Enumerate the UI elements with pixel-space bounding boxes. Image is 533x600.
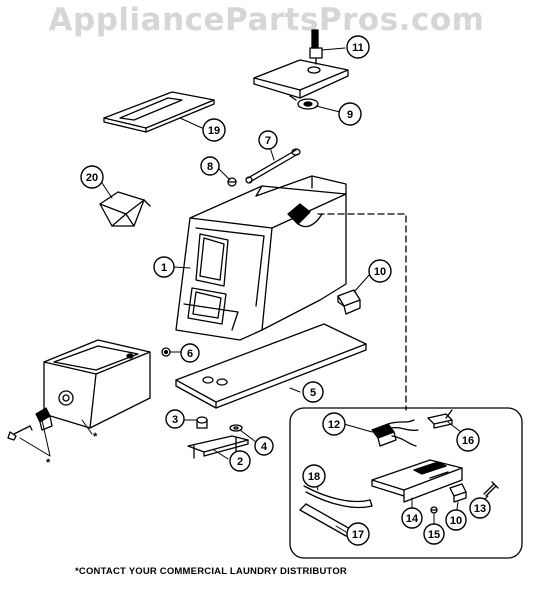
leader-lines [19, 47, 489, 533]
callout-8 [200, 156, 220, 176]
footnote: *CONTACT YOUR COMMERCIAL LAUNDRY DISTRIB… [75, 566, 347, 577]
part-11-top-bracket [253, 29, 349, 99]
callout-1 [153, 256, 175, 278]
callout-7 [258, 130, 278, 150]
callout-label-13: 13 [474, 503, 486, 515]
callout-label-18: 18 [308, 471, 320, 483]
coin-box [43, 339, 151, 429]
part-19-slotted-plate [103, 91, 215, 133]
part-10-clip-inset [449, 483, 467, 503]
callout-label-3: 3 [172, 414, 178, 426]
callout-label-4: 4 [261, 441, 268, 453]
part-7-rod [245, 148, 301, 184]
callout-label-10-upper: 10 [374, 266, 386, 278]
callout-label-12: 12 [328, 419, 340, 431]
part-5-base-plate [175, 323, 367, 409]
part-9-bushing [289, 95, 319, 110]
part-14-bracket [371, 459, 463, 503]
callout-3 [165, 409, 185, 429]
callout-13 [469, 497, 491, 519]
callout-18 [302, 464, 326, 488]
callout-label-15: 15 [428, 529, 440, 541]
callout-10-inset [445, 509, 467, 531]
detail-inset-frame [289, 407, 523, 559]
part-1-cabinet [175, 175, 347, 341]
part-4-washer [229, 424, 243, 432]
callout-label-14: 14 [406, 513, 419, 525]
watermark: AppliancePartsPros.com [48, 2, 485, 38]
part-18-strip [303, 485, 373, 509]
callout-20 [80, 165, 104, 189]
lock-and-key [7, 407, 53, 441]
part-17-bar [299, 503, 353, 537]
callout-2 [229, 450, 251, 472]
callout-label-10-inset: 10 [450, 515, 462, 527]
callout-label-5: 5 [310, 387, 316, 399]
callout-16 [456, 428, 480, 452]
asterisk-lock: * [46, 457, 51, 469]
callout-label-19: 19 [208, 125, 220, 137]
callout-12 [322, 412, 346, 436]
callout-label-17: 17 [352, 529, 364, 541]
dashed-leader [317, 213, 407, 411]
callout-label-1: 1 [161, 262, 167, 274]
callout-label-20: 20 [86, 172, 98, 184]
part-15-screw [430, 506, 438, 514]
part-8-nut [227, 177, 237, 187]
callout-6 [180, 343, 200, 363]
callout-14 [401, 507, 423, 529]
part-10-bracket-upper [337, 289, 361, 315]
callout-label-7: 7 [265, 135, 271, 147]
part-20-funnel [99, 191, 151, 227]
callout-9 [338, 102, 362, 126]
part-16-switch [427, 409, 453, 429]
asterisk-coin-box: * [93, 431, 98, 443]
callout-19 [202, 118, 226, 142]
part-2-hinge-bracket [187, 435, 249, 459]
part-3-post [196, 416, 208, 429]
part-6-nut [161, 347, 171, 357]
callout-label-2: 2 [237, 456, 243, 468]
callout-4 [254, 436, 274, 456]
callout-label-8: 8 [207, 161, 213, 173]
callout-label-6: 6 [187, 348, 193, 360]
callout-5 [302, 381, 324, 403]
callout-17 [346, 522, 370, 546]
callout-15 [423, 523, 445, 545]
part-12-switch [371, 419, 419, 447]
callout-label-11: 11 [352, 42, 364, 54]
callout-11 [346, 35, 370, 59]
part-13-screw [483, 481, 499, 497]
callout-10-upper [368, 259, 392, 283]
callout-label-16: 16 [462, 435, 474, 447]
callout-label-9: 9 [347, 109, 353, 121]
